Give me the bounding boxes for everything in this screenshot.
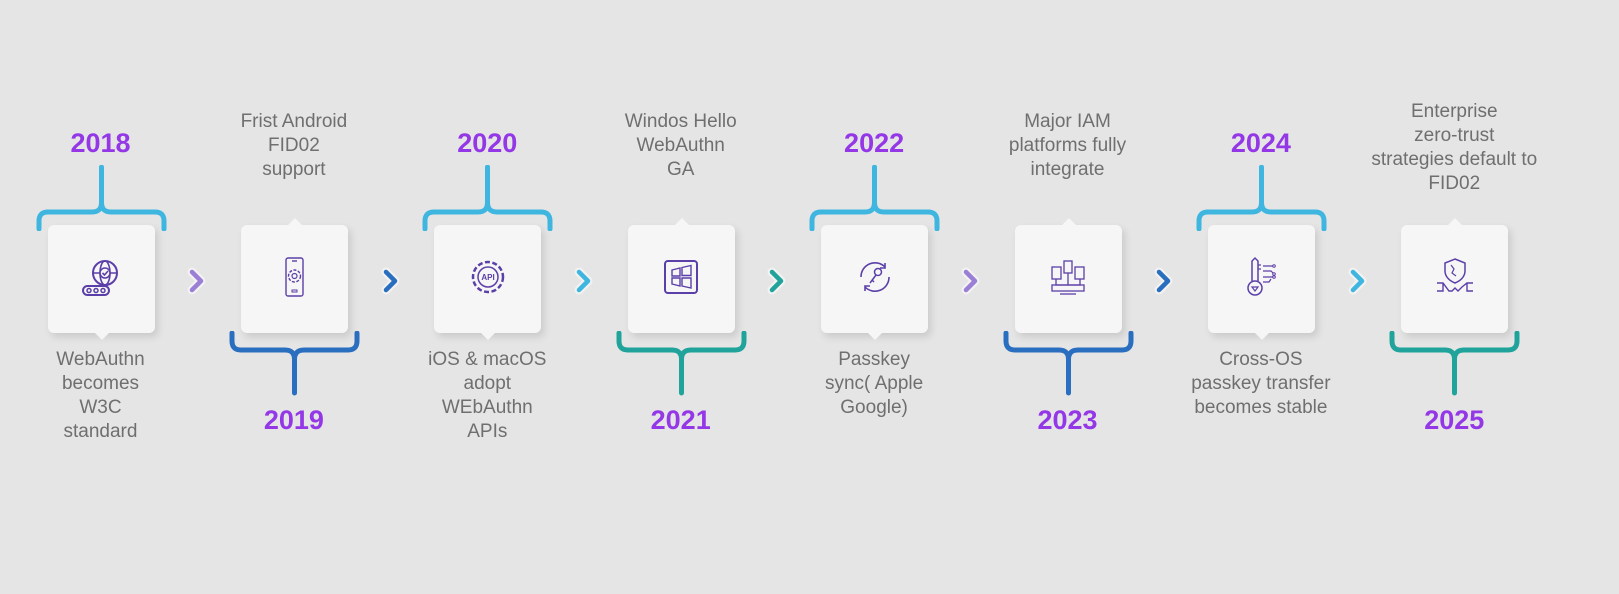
milestone-card bbox=[47, 225, 155, 340]
chevron-right-icon bbox=[956, 266, 986, 296]
description-line: Cross-OS bbox=[1219, 349, 1303, 370]
bracket-connector bbox=[1003, 331, 1133, 396]
windows-icon bbox=[659, 255, 703, 304]
description-line: Enterprise bbox=[1410, 101, 1498, 122]
description-line: adopt bbox=[463, 373, 512, 394]
timeline-item-2025: 2025 Enterprise zero-trust strategies defau… bbox=[1344, 0, 1564, 594]
description-line: integrate bbox=[1030, 159, 1105, 180]
phone-settings-icon bbox=[272, 255, 316, 304]
milestone-description: Cross-OS passkey transfer becomes stable bbox=[1151, 348, 1371, 420]
year-label: 2020 bbox=[457, 128, 518, 158]
description-line: becomes bbox=[61, 373, 140, 394]
description-line: W3C bbox=[79, 397, 122, 418]
description-line: Frist Android bbox=[240, 111, 348, 132]
year-label: 2021 bbox=[650, 405, 711, 435]
description-line: platforms fully bbox=[1008, 135, 1127, 156]
milestone-card bbox=[240, 218, 348, 333]
bracket-connector bbox=[229, 331, 360, 396]
description-line: FID02 bbox=[1428, 173, 1481, 194]
milestone-card bbox=[1401, 218, 1509, 333]
description-line: GA bbox=[666, 159, 695, 180]
bracket-connector bbox=[422, 165, 553, 231]
milestone-card bbox=[627, 218, 735, 333]
description-line: support bbox=[262, 159, 326, 180]
chevron-right-icon bbox=[569, 266, 599, 296]
description-line: WEbAuthn bbox=[441, 397, 533, 418]
chevron-right-icon bbox=[376, 266, 406, 296]
chevron-right-icon bbox=[1149, 266, 1179, 296]
description-line: WebAuthn bbox=[636, 135, 725, 156]
chevron-right-icon bbox=[762, 266, 792, 296]
description-line: Windos Hello bbox=[624, 111, 737, 132]
bracket-connector bbox=[616, 331, 747, 396]
year-label: 2018 bbox=[70, 128, 131, 158]
description-line: passkey transfer bbox=[1191, 373, 1331, 394]
year-label: 2023 bbox=[1037, 405, 1098, 435]
bracket-connector bbox=[809, 165, 940, 231]
chevron-right-icon bbox=[182, 266, 212, 296]
bracket-connector bbox=[36, 165, 166, 231]
year-label: 2019 bbox=[263, 405, 324, 435]
description-line: WebAuthn bbox=[56, 349, 145, 370]
description-line: sync( Apple bbox=[824, 373, 924, 394]
globe-check-icon bbox=[79, 255, 123, 304]
milestone-card bbox=[1014, 218, 1122, 333]
year-label: 2025 bbox=[1424, 405, 1485, 435]
description-line: strategies default to bbox=[1371, 149, 1538, 170]
description-line: Passkey bbox=[838, 349, 910, 370]
description-line: iOS & macOS bbox=[428, 349, 547, 370]
description-line: zero-trust bbox=[1414, 125, 1495, 146]
description-line: FID02 bbox=[268, 135, 320, 156]
description-line: becomes stable bbox=[1194, 397, 1328, 418]
description-line: APIs bbox=[467, 421, 508, 442]
key-sync-icon bbox=[853, 255, 897, 304]
year-label: 2022 bbox=[844, 128, 905, 158]
chevron-right-icon bbox=[1343, 266, 1373, 296]
api-gear-icon: API bbox=[466, 255, 510, 304]
shield-handshake-icon bbox=[1433, 255, 1477, 304]
year-label: 2024 bbox=[1230, 128, 1291, 158]
description-line: Google) bbox=[840, 397, 908, 418]
svg-text:API: API bbox=[481, 273, 494, 282]
milestone-description: Enterprise zero-trust strategies default t… bbox=[1344, 100, 1564, 196]
bracket-connector bbox=[1196, 165, 1327, 231]
milestone-card bbox=[1207, 225, 1315, 340]
timeline-item-2023: 2023 Major IAM platforms fully integrate bbox=[958, 0, 1178, 594]
bracket-connector bbox=[1389, 331, 1520, 396]
milestone-card bbox=[821, 225, 929, 340]
description-line: Major IAM bbox=[1024, 111, 1111, 132]
digital-key-icon bbox=[1239, 255, 1283, 304]
milestone-description: Major IAM platforms fully integrate bbox=[958, 110, 1178, 182]
devices-network-icon bbox=[1046, 255, 1090, 304]
description-line: standard bbox=[63, 421, 138, 442]
milestone-card: API bbox=[434, 225, 542, 340]
